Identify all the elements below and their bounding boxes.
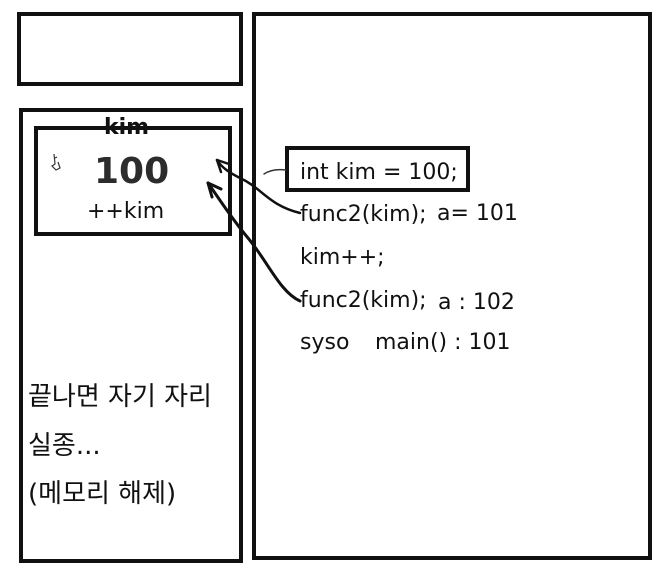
variable-value: 100	[94, 151, 170, 192]
right-code-frame	[252, 12, 652, 560]
note-main-101: main() : 101	[375, 330, 511, 355]
arrow-declaration-link	[263, 168, 287, 175]
code-line-func2-second: func2(kim);	[300, 288, 427, 313]
variable-increment: ++kim	[87, 199, 165, 224]
top-left-frame	[17, 12, 243, 86]
code-line-declaration: int kim = 100;	[300, 160, 458, 185]
korean-note-line-3: (메모리 해제)	[28, 479, 177, 509]
hand-cursor-icon	[51, 153, 61, 171]
left-stack-frame	[19, 108, 243, 563]
code-line-increment: kim++;	[300, 245, 385, 270]
code-line-syso: syso	[300, 330, 350, 355]
arrow-second-call	[206, 181, 302, 303]
note-a-102: a : 102	[438, 290, 515, 315]
code-line-func2-first: func2(kim);	[300, 202, 427, 227]
variable-kim-box	[34, 126, 232, 236]
korean-note-line-2: 실종...	[28, 431, 101, 461]
note-a-101: a= 101	[437, 201, 518, 226]
arrow-first-call	[215, 158, 302, 215]
declaration-highlight-box	[285, 146, 470, 192]
korean-note-line-1: 끝나면 자기 자리	[28, 382, 212, 412]
variable-name: kim	[104, 115, 150, 140]
